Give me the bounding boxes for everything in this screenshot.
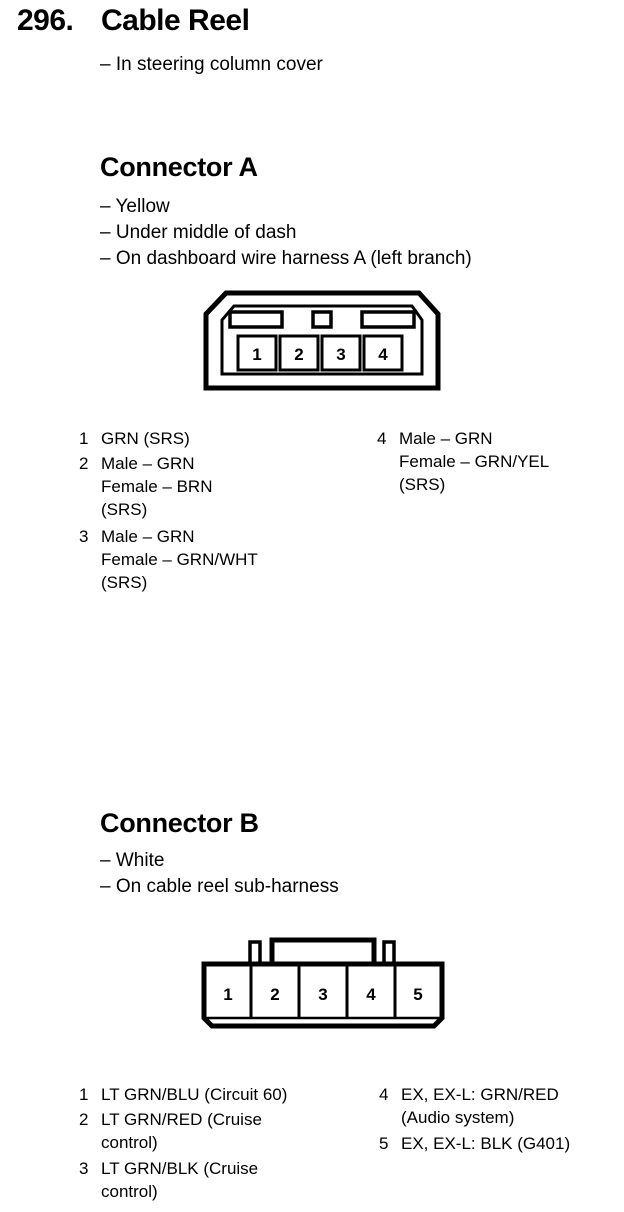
connector-a-heading: Connector A — [100, 152, 258, 182]
connector-a-terminal-1 — [236, 334, 278, 372]
page-title: Cable Reel — [101, 4, 250, 37]
connector-b-note-harness: – On cable reel sub-harness — [100, 876, 339, 897]
connector-a-note-location: – Under middle of dash — [100, 222, 297, 243]
location-note: – In steering column cover — [100, 54, 323, 75]
connector-b-latch — [269, 937, 377, 964]
connector-b-pin-label: 3 — [318, 985, 327, 1004]
connector-b-heading: Connector B — [100, 808, 259, 838]
connector-b-pin-label: 4 — [366, 985, 376, 1004]
connector-b-note-color: – White — [100, 850, 165, 871]
connector-b-pin-label: 1 — [223, 985, 232, 1004]
connector-b-pin-label: 5 — [413, 985, 422, 1004]
connector-a-latch-left — [228, 310, 284, 329]
connector-a-pin-label: 3 — [336, 345, 345, 364]
connector-a-pin-label: 4 — [378, 345, 388, 364]
connector-a-diagram: 1 2 3 4 — [203, 290, 441, 391]
connector-a-pin-label: 1 — [252, 345, 261, 364]
connector-b-diagram: 1 2 3 4 5 — [201, 937, 445, 1029]
connector-a-housing — [203, 290, 441, 391]
connector-b-pin-label: 2 — [270, 985, 279, 1004]
connector-a-note-harness: – On dashboard wire harness A (left bran… — [100, 248, 472, 269]
connector-a-terminal-4 — [362, 334, 404, 372]
connector-a-key — [311, 310, 333, 329]
connector-a-latch-right — [360, 310, 416, 329]
connector-a-terminal-2 — [278, 334, 320, 372]
connector-a-pin-label: 2 — [294, 345, 303, 364]
connector-a-terminal-3 — [320, 334, 362, 372]
connector-a-note-color: – Yellow — [100, 196, 170, 217]
section-number: 296. — [17, 4, 74, 37]
connector-a-cavity — [220, 304, 424, 376]
